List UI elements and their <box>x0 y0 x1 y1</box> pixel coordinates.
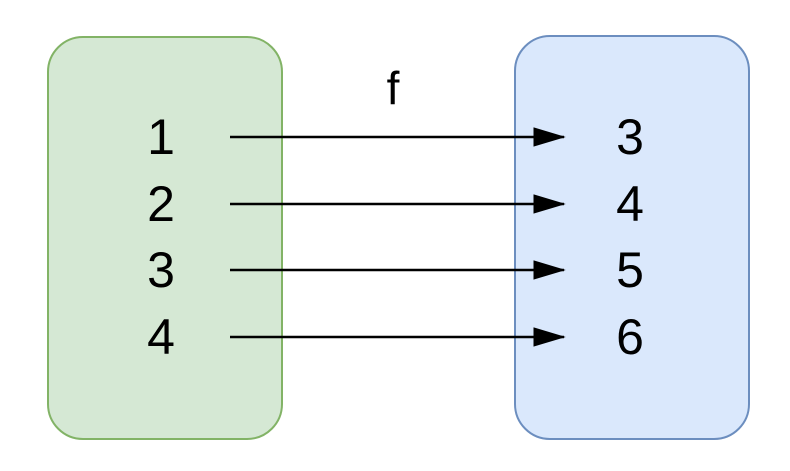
domain-element-3: 3 <box>147 242 175 298</box>
codomain-element-6: 6 <box>616 309 644 365</box>
codomain-element-3: 3 <box>616 109 644 165</box>
domain-element-2: 2 <box>147 176 175 232</box>
domain-element-4: 4 <box>147 309 175 365</box>
codomain-set-box <box>514 35 750 440</box>
domain-element-1: 1 <box>147 109 175 165</box>
codomain-element-4: 4 <box>616 176 644 232</box>
codomain-element-5: 5 <box>616 242 644 298</box>
function-label: f <box>386 62 400 114</box>
domain-set-box <box>47 36 283 440</box>
